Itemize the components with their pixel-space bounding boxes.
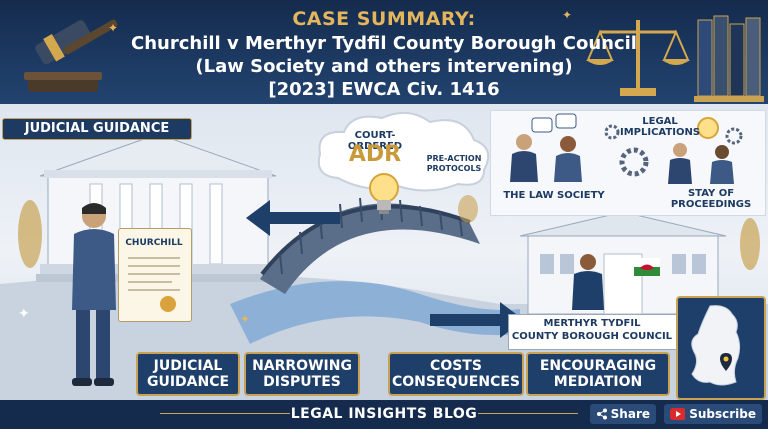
card-line2: GUIDANCE <box>146 374 230 390</box>
bubble-adr: ADR <box>348 142 402 167</box>
stay-label-line2: PROCEEDINGS <box>670 199 752 210</box>
welsh-flag-icon <box>634 258 660 276</box>
share-icon <box>597 408 607 420</box>
council-label-box <box>508 314 678 350</box>
council-label-line1: MERTHYR TYDFIL <box>543 318 641 329</box>
books-icon <box>694 15 764 102</box>
card-costs-consequences: COSTS CONSEQUENCES <box>388 352 524 396</box>
footer-rule-left <box>160 413 290 414</box>
card-line1: NARROWING <box>252 358 352 374</box>
scales-icon <box>586 20 690 96</box>
wales-map-icon <box>691 305 741 386</box>
share-button[interactable]: Share <box>590 404 656 424</box>
blog-name: LEGAL INSIGHTS BLOG <box>290 406 478 422</box>
play-icon <box>670 408 686 420</box>
card-line2: MEDIATION <box>553 374 643 390</box>
card-encouraging-mediation: ENCOURAGING MEDIATION <box>526 352 670 396</box>
card-judicial-guidance: JUDICIAL GUIDANCE <box>136 352 240 396</box>
document-scroll <box>118 228 192 322</box>
bubble-side1: PRE-ACTION <box>426 154 482 163</box>
card-line1: JUDICIAL <box>153 358 223 374</box>
lightbulb-icon <box>369 173 399 214</box>
stay-label-line1: STAY OF <box>687 188 735 199</box>
footer-rule-right <box>478 413 578 414</box>
legal-label-line1: LEGAL <box>642 116 678 127</box>
case-title-line1: Churchill v Merthyr Tydfil County Boroug… <box>131 33 637 54</box>
card-narrowing-disputes: NARROWING DISPUTES <box>244 352 360 396</box>
subscribe-button[interactable]: Subscribe <box>664 404 762 424</box>
card-line2: CONSEQUENCES <box>391 374 520 390</box>
location-pin-icon <box>720 353 732 371</box>
share-label: Share <box>610 407 650 421</box>
scroll-title: CHURCHILL <box>125 238 183 248</box>
subscribe-label: Subscribe <box>689 407 756 421</box>
law-society-label: THE LAW SOCIETY <box>503 190 605 201</box>
council-officer-figure <box>572 254 604 310</box>
card-line2: DISPUTES <box>263 374 341 390</box>
bubble-side2: PROTOCOLS <box>426 164 482 173</box>
sparkle-icon: ✦ <box>562 8 573 22</box>
sparkle-icon: ✦ <box>240 312 251 326</box>
bubble-line1: COURT-ORDERED <box>347 130 403 152</box>
scroll-lines <box>128 257 180 312</box>
council-label-line2: COUNTY BOROUGH COUNCIL <box>511 331 673 342</box>
case-title-line2: (Law Society and others intervening) <box>195 56 573 77</box>
judicial-guidance-banner: JUDICIAL GUIDANCE <box>2 118 192 140</box>
right-panel-people <box>510 113 743 184</box>
case-citation: [2023] EWCA Civ. 1416 <box>268 79 500 100</box>
svg-text:✦: ✦ <box>108 21 118 35</box>
legal-label-line2: IMPLICATIONS <box>620 127 701 138</box>
sparkle-icon: ✦ <box>18 306 30 322</box>
gavel-icon: ✦ <box>24 19 118 92</box>
person-figure <box>72 203 116 386</box>
case-summary-kicker: CASE SUMMARY: <box>292 8 476 30</box>
card-line1: ENCOURAGING <box>539 358 657 374</box>
thought-cloud <box>317 111 490 192</box>
card-line1: COSTS <box>430 358 482 374</box>
